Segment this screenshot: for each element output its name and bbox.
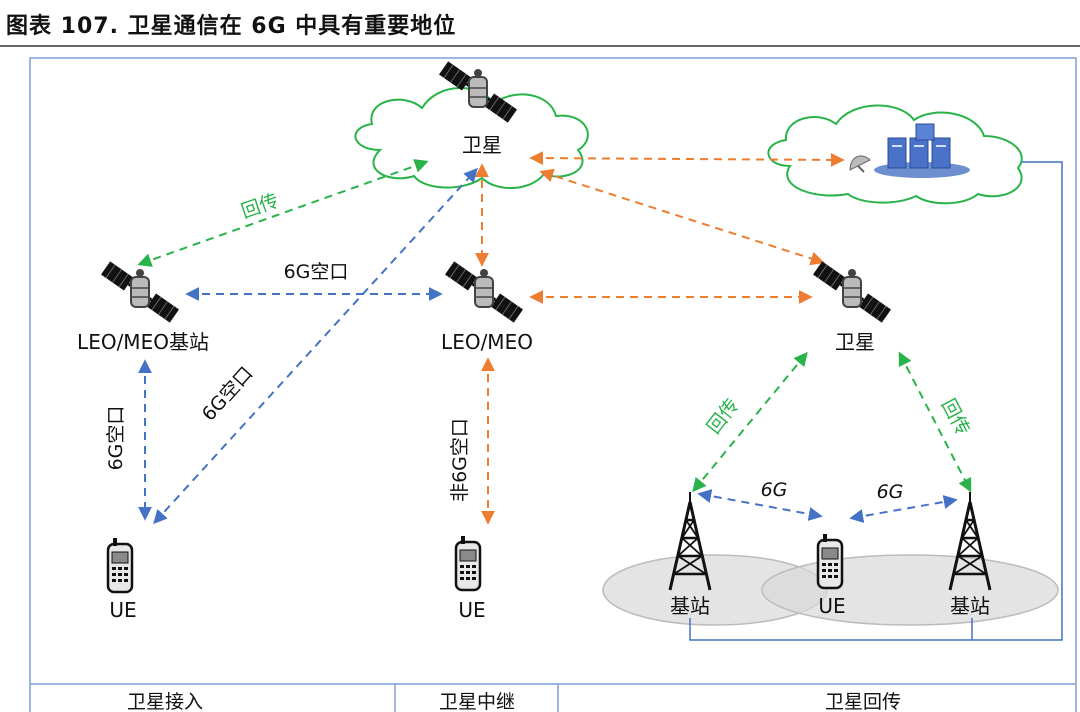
wired-link-core [972,161,1063,641]
label-base-station-left: 基站 [670,594,710,618]
label-air-non6g: 非6G空口 [449,418,471,502]
satellite-dish-icon [849,155,871,173]
ue-left-phone-icon [106,536,134,594]
label-air-6g-vertical: 6G空口 [105,406,127,471]
coverage-right [761,554,1059,626]
right-satellite-icon [811,259,893,325]
label-backhaul-top: 回传 [238,190,281,223]
leo-meo-satellite-icon [443,259,525,325]
link-backhaul-left [692,351,808,493]
label-right-satellite: 卫星 [835,330,875,354]
server-cluster-icon [874,123,970,178]
link-top-sat-right-sat [539,168,825,266]
label-leo-meo-base: LEO/MEO基站 [77,330,209,354]
link-station-ue-left [697,489,823,521]
link-top-sat-core [529,151,845,167]
label-leo-meo: LEO/MEO [441,330,533,354]
label-backhaul-left: 回传 [703,395,744,439]
label-ue-right: UE [818,594,845,618]
section-access: 卫星接入 [127,691,203,712]
link-backhaul-top [137,159,429,267]
link-backhaul-right [898,351,972,493]
wired-link-stations [689,618,973,641]
label-backhaul-right: 回传 [937,395,974,439]
label-top-satellite: 卫星 [462,133,502,157]
label-base-station-right: 基站 [950,594,990,618]
section-backhaul: 卫星回传 [825,691,901,712]
link-station-ue-right [849,495,958,523]
diagram-frame [29,57,1077,712]
label-6g-right: 6G [877,481,904,503]
label-ue-left: UE [109,598,136,622]
label-6g-left: 6G [761,479,788,501]
ue-mid-phone-icon [454,534,482,592]
ue-right-phone-icon [816,532,844,590]
label-air-6g-top: 6G空口 [284,261,349,283]
figure-title: 图表 107. 卫星通信在 6G 中具有重要地位 [6,14,457,39]
label-ue-mid: UE [458,598,485,622]
section-relay: 卫星中继 [439,691,515,712]
label-air-6g-diag: 6G空口 [198,363,258,426]
leo-meo-base-satellite-icon [99,259,181,325]
